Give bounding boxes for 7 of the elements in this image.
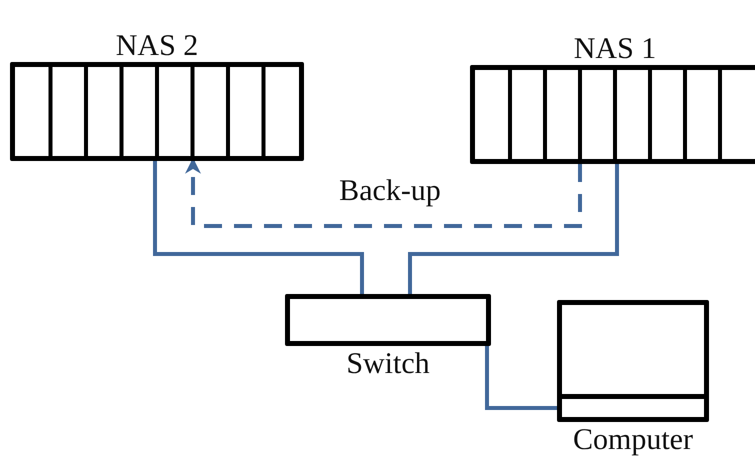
cable-line <box>408 164 619 294</box>
cable-line <box>485 346 559 410</box>
node-label: Computer <box>573 423 693 457</box>
node-label: NAS 1 <box>574 32 656 66</box>
node-label: Switch <box>346 347 430 381</box>
cable-line <box>153 161 364 294</box>
node-label: NAS 2 <box>116 29 198 63</box>
